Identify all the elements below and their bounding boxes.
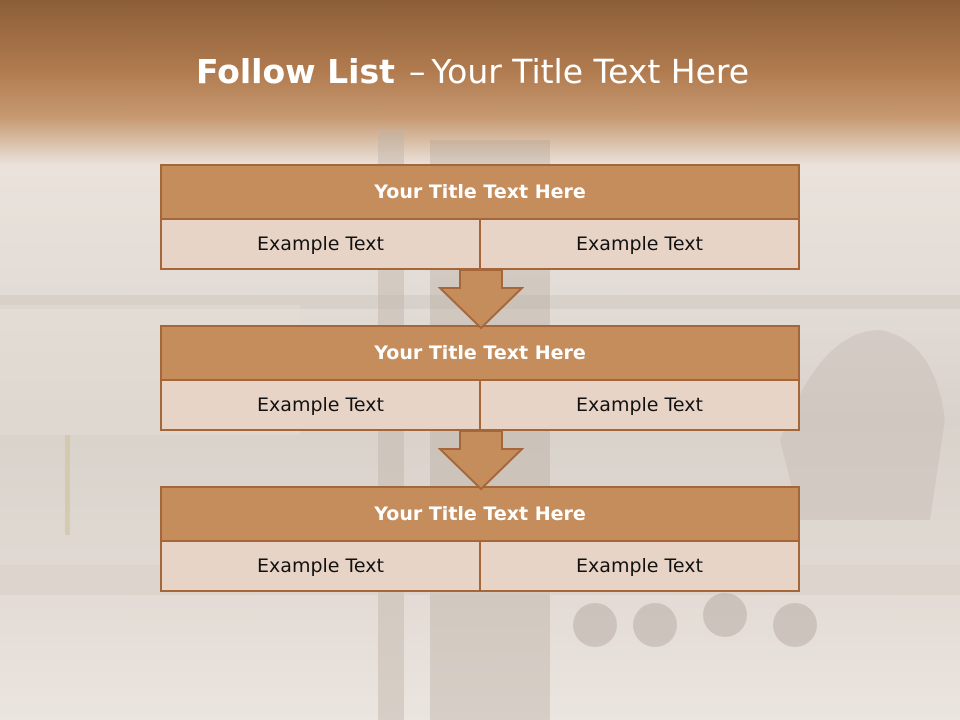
example-text-cell: Example Text [257, 233, 384, 255]
list-block-2: Your Title Text Here Example Text Exampl… [160, 325, 800, 431]
slide-title: Follow List–Your Title Text Here [0, 52, 945, 91]
example-text-cell: Example Text [479, 220, 798, 268]
title-rest-part: Your Title Text Here [431, 52, 750, 91]
list-block-1: Your Title Text Here Example Text Exampl… [160, 164, 800, 270]
title-dash: – [408, 52, 426, 91]
block-title: Your Title Text Here [160, 325, 800, 381]
block-row: Example Text Example Text [160, 220, 800, 270]
block-row: Example Text Example Text [160, 542, 800, 592]
example-text-cell: Example Text [479, 542, 798, 590]
block-row: Example Text Example Text [160, 381, 800, 431]
title-strong-part: Follow List [195, 52, 395, 91]
example-text-cell: Example Text [257, 555, 384, 577]
block-title: Your Title Text Here [160, 486, 800, 542]
down-arrow-icon [438, 270, 524, 330]
list-block-3: Your Title Text Here Example Text Exampl… [160, 486, 800, 592]
down-arrow-icon [438, 431, 524, 491]
block-title: Your Title Text Here [160, 164, 800, 220]
example-text-cell: Example Text [479, 381, 798, 429]
example-text-cell: Example Text [257, 394, 384, 416]
